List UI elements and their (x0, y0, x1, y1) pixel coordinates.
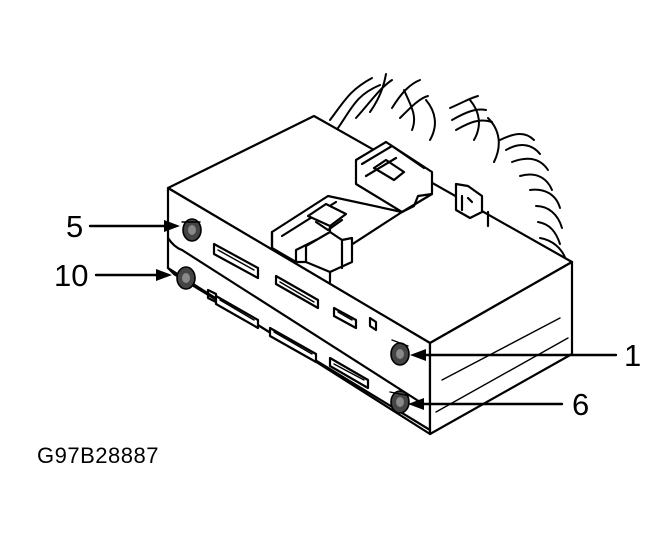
callout-pin-5: 5 (66, 209, 84, 244)
terminal-slot (212, 242, 260, 280)
callout-pin-10: 10 (54, 258, 89, 293)
figure-id: G97B28887 (37, 443, 159, 468)
wire-bundle (329, 73, 567, 261)
lower-terminal-row (176, 266, 411, 414)
callout-arrows (88, 220, 618, 410)
lock-latch (270, 140, 434, 284)
upper-terminal-row (181, 218, 410, 366)
terminal-slot (328, 356, 370, 390)
callout-pin-1: 1 (624, 338, 642, 373)
callout-pin-6: 6 (572, 387, 590, 422)
rear-tab (454, 182, 490, 228)
